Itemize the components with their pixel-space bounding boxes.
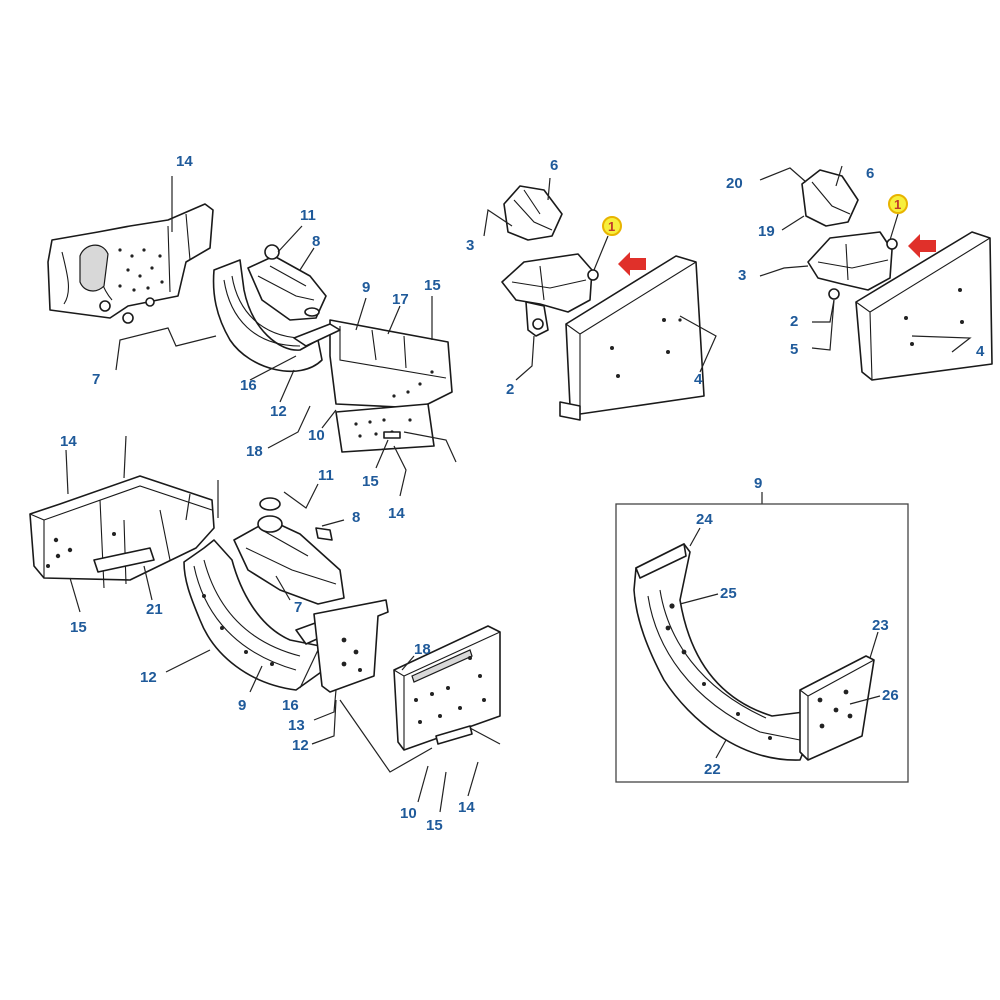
callout: 9 bbox=[754, 475, 762, 492]
callout: 8 bbox=[352, 509, 360, 526]
callout: 5 bbox=[790, 341, 798, 358]
crossmember bbox=[633, 543, 809, 761]
arrow-indicator-icon bbox=[618, 252, 646, 276]
bottom-left-callouts: 14 11 8 15 21 7 12 9 16 13 12 18 10 15 1… bbox=[60, 433, 475, 834]
callout: 11 bbox=[300, 207, 316, 224]
callout: 4 bbox=[694, 371, 703, 388]
callout: 22 bbox=[704, 761, 721, 778]
callout: 6 bbox=[550, 157, 558, 174]
callout: 3 bbox=[738, 267, 746, 284]
bottom-left-leaders bbox=[65, 435, 501, 813]
mount-block bbox=[503, 185, 563, 241]
lower-plate bbox=[329, 319, 453, 409]
bottom-left-assembly bbox=[29, 475, 501, 751]
callout: 12 bbox=[292, 737, 309, 754]
callout: 15 bbox=[70, 619, 87, 636]
inset-callouts: 9 24 25 23 26 22 bbox=[696, 475, 899, 778]
top-left-leaders bbox=[115, 176, 457, 497]
callout: 14 bbox=[458, 799, 475, 816]
callout: 15 bbox=[362, 473, 379, 490]
tie-bar bbox=[293, 323, 341, 347]
callout: 8 bbox=[312, 233, 320, 250]
callout: 2 bbox=[506, 381, 514, 398]
end-plate bbox=[313, 599, 389, 693]
top-left-assembly bbox=[47, 203, 453, 453]
end-plate bbox=[335, 403, 435, 453]
axle-support bbox=[212, 259, 323, 373]
callout: 12 bbox=[270, 403, 287, 420]
callout: 18 bbox=[246, 443, 263, 460]
callout: 6 bbox=[866, 165, 874, 182]
callout: 25 bbox=[720, 585, 737, 602]
badge-label: 1 bbox=[608, 219, 615, 234]
callout: 9 bbox=[362, 279, 370, 296]
callout: 16 bbox=[240, 377, 257, 394]
callout: 15 bbox=[426, 817, 443, 834]
callout: 14 bbox=[60, 433, 77, 450]
callout: 19 bbox=[758, 223, 775, 240]
callout: 18 bbox=[414, 641, 431, 658]
inset-detail bbox=[615, 492, 909, 783]
top-right-leaders bbox=[759, 165, 972, 353]
callout: 12 bbox=[140, 669, 157, 686]
callout: 9 bbox=[238, 697, 246, 714]
reference-badge: 1 bbox=[602, 216, 622, 236]
callout: 26 bbox=[882, 687, 899, 704]
inset-frame bbox=[615, 503, 909, 783]
callout: 7 bbox=[294, 599, 302, 616]
top-middle-assembly bbox=[501, 185, 705, 421]
callout: 4 bbox=[976, 343, 985, 360]
top-right-callouts: 20 6 19 3 2 5 4 bbox=[726, 165, 985, 360]
callout: 13 bbox=[288, 717, 305, 734]
callout: 17 bbox=[392, 291, 409, 308]
badge-label: 1 bbox=[894, 197, 901, 212]
callout: 3 bbox=[466, 237, 474, 254]
top-middle-callouts: 6 3 2 4 bbox=[466, 157, 703, 398]
callout: 2 bbox=[790, 313, 798, 330]
mounting-bracket bbox=[807, 231, 893, 291]
reference-badge: 1 bbox=[888, 194, 908, 214]
callout: 14 bbox=[176, 153, 193, 170]
mount-block bbox=[801, 169, 859, 227]
callout: 10 bbox=[308, 427, 325, 444]
mount-bracket bbox=[247, 255, 327, 321]
callout: 10 bbox=[400, 805, 417, 822]
frame-side-member bbox=[47, 203, 214, 319]
callout: 21 bbox=[146, 601, 163, 618]
inset-leaders bbox=[679, 527, 881, 759]
callout: 14 bbox=[388, 505, 405, 522]
mounting-bracket bbox=[501, 253, 593, 313]
callout: 7 bbox=[92, 371, 100, 388]
top-right-assembly bbox=[801, 169, 993, 381]
callout: 16 bbox=[282, 697, 299, 714]
callout: 11 bbox=[318, 467, 334, 484]
callout: 20 bbox=[726, 175, 743, 192]
callout: 15 bbox=[424, 277, 441, 294]
top-middle-leaders bbox=[483, 177, 717, 381]
arrow-indicator-icon bbox=[908, 234, 936, 258]
frame-side-member bbox=[29, 475, 215, 581]
rear-plate bbox=[855, 231, 993, 381]
callout: 24 bbox=[696, 511, 713, 528]
top-left-callouts: 14 11 8 9 17 15 7 16 12 18 10 15 14 bbox=[92, 153, 441, 522]
callout: 23 bbox=[872, 617, 889, 634]
